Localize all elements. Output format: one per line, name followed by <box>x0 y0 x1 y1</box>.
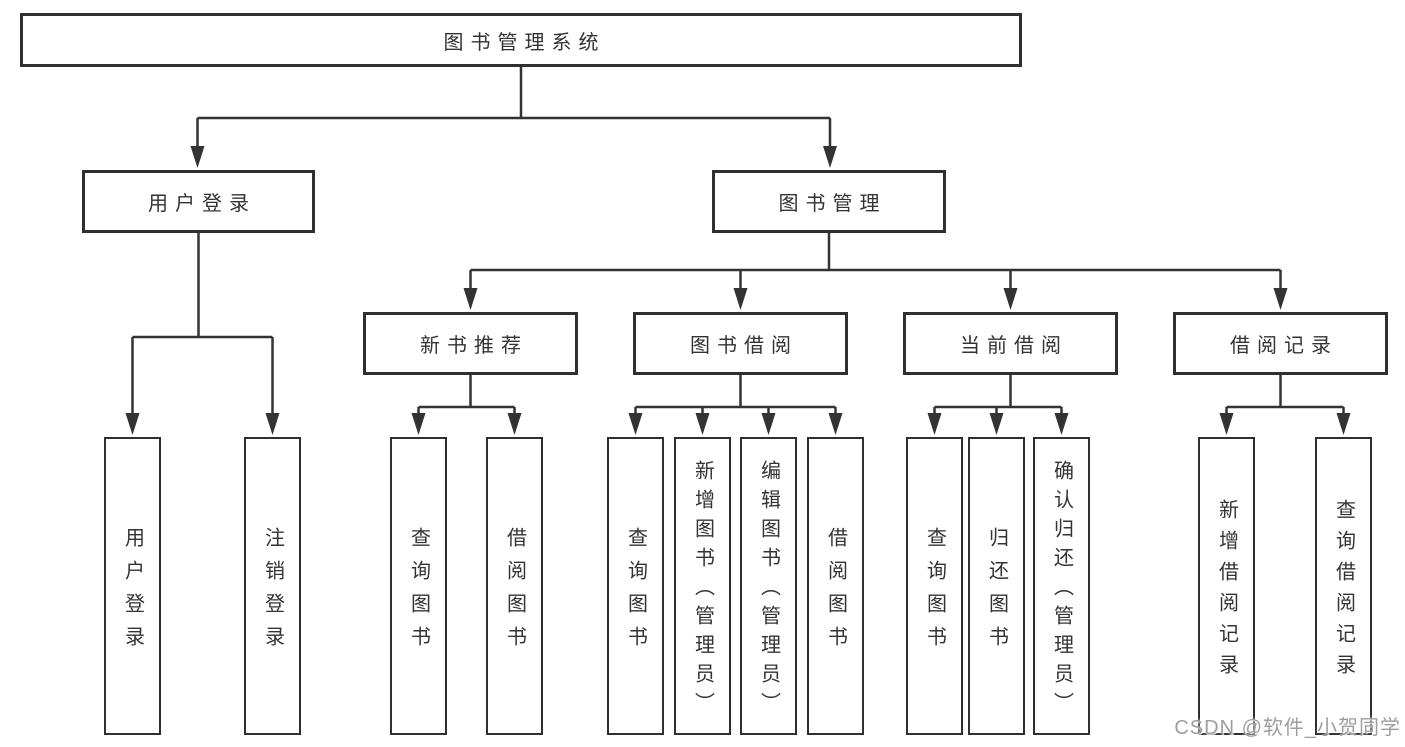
arrow-down-icon <box>989 413 1004 435</box>
node-label: 新书推荐 <box>420 335 528 357</box>
node-leaf-confirm-return-admin: 确认归还（管理员） <box>1033 437 1090 735</box>
node-user-login: 用户登录 <box>82 170 315 233</box>
node-label: 查询图书 <box>407 526 430 659</box>
node-label: 编辑图书（管理员） <box>757 460 780 721</box>
node-borrowing-records: 借阅记录 <box>1173 312 1388 375</box>
arrow-down-icon <box>761 413 776 435</box>
arrow-down-icon <box>125 413 140 435</box>
arrowhead-markers <box>125 146 1351 435</box>
node-label: 借阅图书 <box>824 526 847 659</box>
node-leaf-return-book: 归还图书 <box>968 437 1025 735</box>
arrow-down-icon <box>695 413 710 435</box>
node-label: 查询图书 <box>624 526 647 659</box>
arrow-down-icon <box>733 288 748 310</box>
node-label: 新增借阅记录 <box>1215 498 1238 685</box>
arrow-down-icon <box>411 413 426 435</box>
node-leaf-query-books-2: 查询图书 <box>607 437 664 735</box>
node-label: 图书管理 <box>778 193 887 215</box>
node-label: 图书管理系统 <box>443 31 606 54</box>
node-label: 注销登录 <box>261 526 284 659</box>
node-leaf-logout: 注销登录 <box>244 437 301 735</box>
node-leaf-query-books-1: 查询图书 <box>390 437 447 735</box>
node-label: 查询图书 <box>923 526 946 659</box>
node-leaf-borrow-books-2: 借阅图书 <box>807 437 864 735</box>
node-label: 查询借阅记录 <box>1332 498 1355 685</box>
arrow-down-icon <box>927 413 942 435</box>
node-label: 确认归还（管理员） <box>1050 460 1073 721</box>
node-label: 新增图书（管理员） <box>691 460 714 721</box>
node-label: 借阅图书 <box>503 526 526 659</box>
node-leaf-add-book-admin: 新增图书（管理员） <box>674 437 731 735</box>
node-label: 当前借阅 <box>960 335 1068 357</box>
node-current-borrowing: 当前借阅 <box>903 312 1118 375</box>
arrow-down-icon <box>1336 413 1351 435</box>
node-leaf-edit-book-admin: 编辑图书（管理员） <box>740 437 797 735</box>
node-leaf-user-login: 用户登录 <box>104 437 161 735</box>
connector-path <box>131 67 1345 417</box>
node-leaf-add-borrow-record: 新增借阅记录 <box>1198 437 1255 735</box>
node-new-book-recommend: 新书推荐 <box>363 312 578 375</box>
watermark: CSDN @软件_小贺同学 <box>1174 717 1401 739</box>
arrow-down-icon <box>190 146 205 168</box>
arrow-down-icon <box>507 413 522 435</box>
arrow-down-icon <box>1054 413 1069 435</box>
node-label: 借阅记录 <box>1230 335 1338 357</box>
node-label: 用户登录 <box>121 526 144 659</box>
arrow-down-icon <box>828 413 843 435</box>
arrow-down-icon <box>1219 413 1234 435</box>
arrow-down-icon <box>823 146 837 168</box>
node-label: 用户登录 <box>148 193 256 215</box>
arrow-down-icon <box>463 288 478 310</box>
node-leaf-query-books-3: 查询图书 <box>906 437 963 735</box>
arrow-down-icon <box>265 413 280 435</box>
node-library-system: 图书管理系统 <box>20 13 1022 67</box>
node-label: 图书借阅 <box>690 335 798 357</box>
node-book-borrowing: 图书借阅 <box>633 312 848 375</box>
node-leaf-query-borrow-record: 查询借阅记录 <box>1315 437 1372 735</box>
node-label: 归还图书 <box>985 526 1008 659</box>
arrow-down-icon <box>1273 288 1288 310</box>
node-leaf-borrow-books-1: 借阅图书 <box>486 437 543 735</box>
node-book-management: 图书管理 <box>712 170 946 233</box>
arrow-down-icon <box>628 413 643 435</box>
arrow-down-icon <box>1003 288 1018 310</box>
